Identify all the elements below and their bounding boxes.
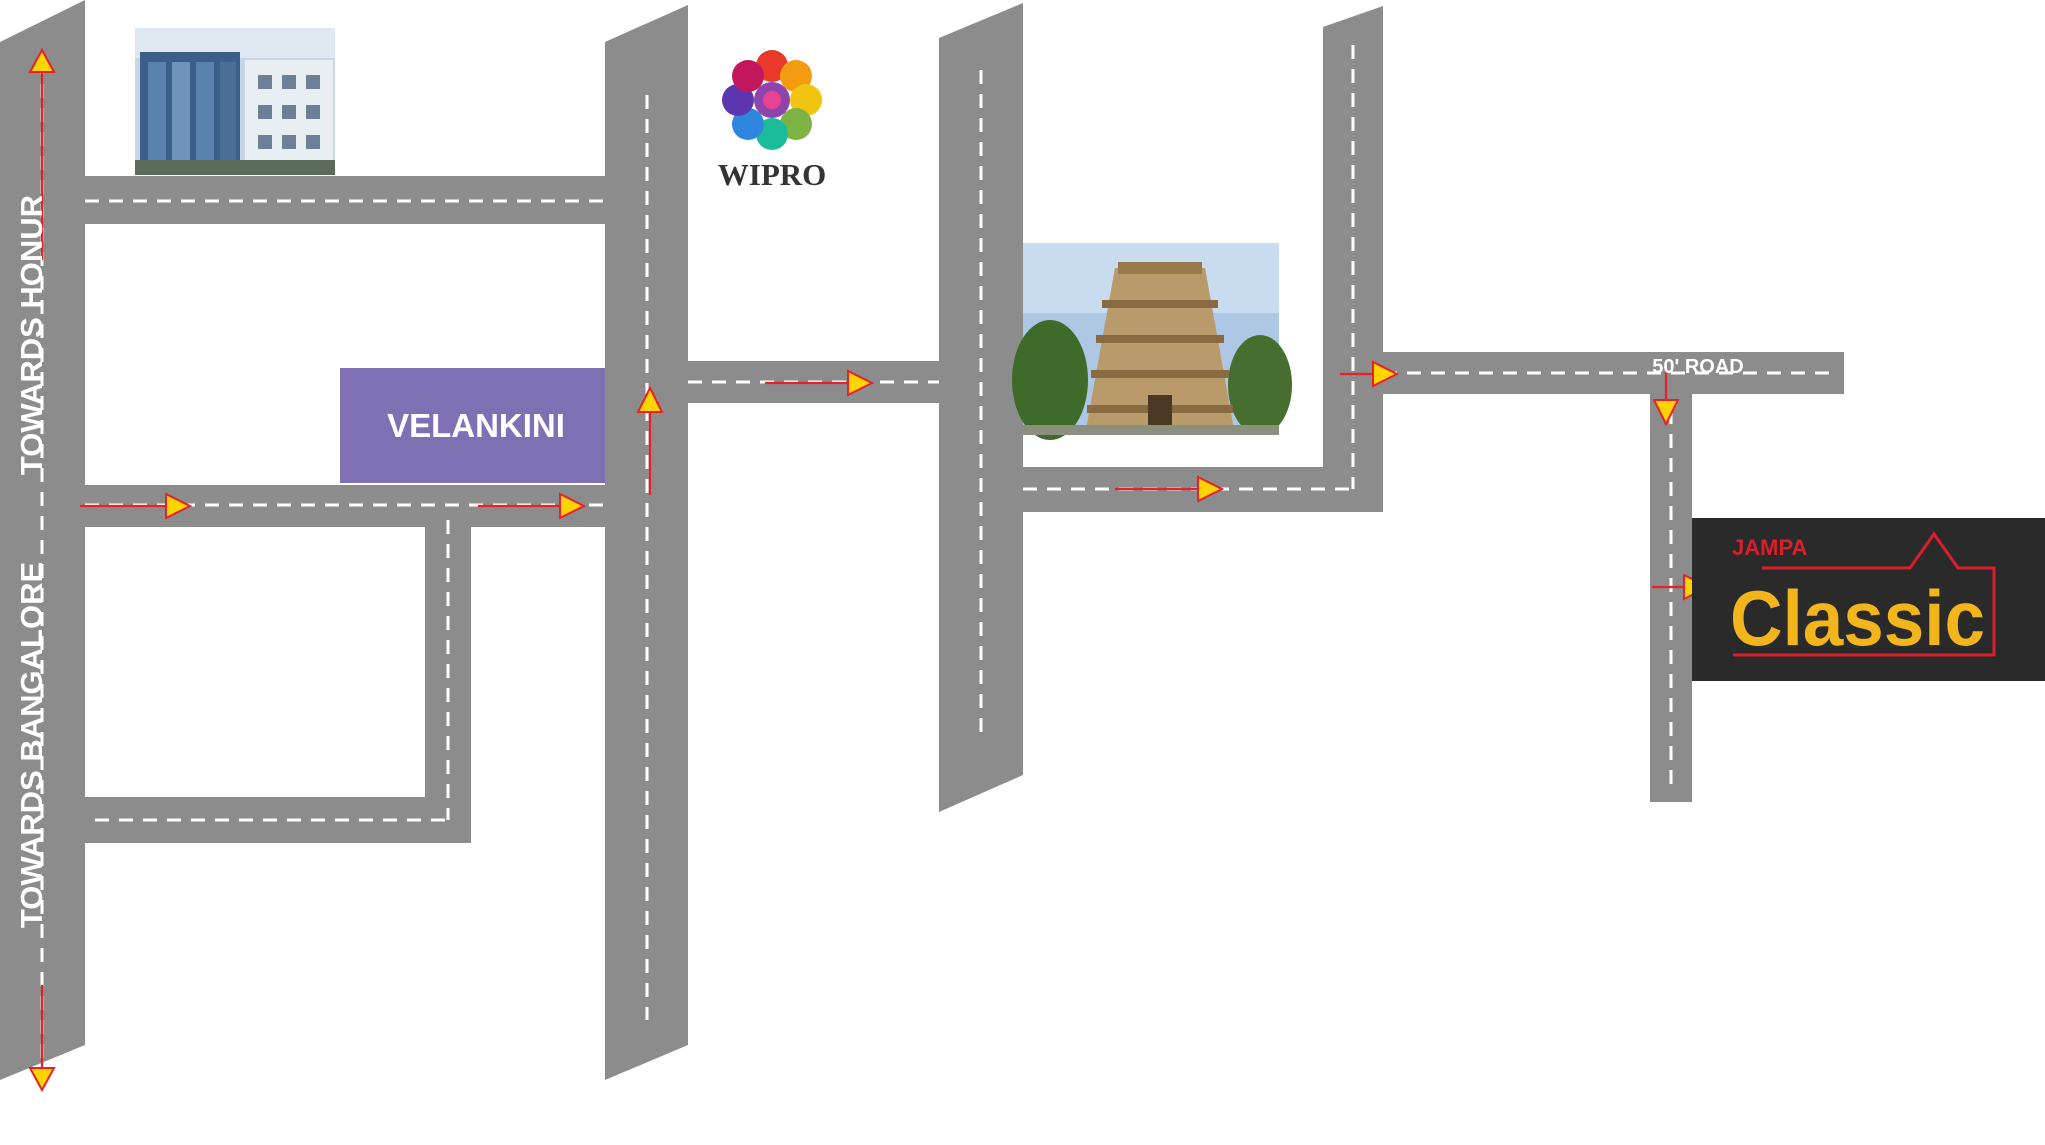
destination-jampa-classic: JAMPA Classic xyxy=(1692,518,2045,681)
arrow-icon xyxy=(636,385,664,495)
road-wipro-vertical xyxy=(605,5,688,1080)
destination-brand-top: JAMPA xyxy=(1732,535,1807,560)
label-towards-honur: TOWARDS HONUR xyxy=(14,195,49,475)
label-towards-bangalore: TOWARDS BANGALORE xyxy=(14,562,49,928)
wipro-flower-logo-icon xyxy=(722,50,822,150)
arrow-icon xyxy=(1115,475,1225,503)
road-right-vertical xyxy=(1323,6,1383,512)
wipro-landmark: WIPRO xyxy=(718,50,827,192)
arrow-icon xyxy=(80,492,193,520)
arrow-icon xyxy=(765,369,875,397)
label-50-ft-road: 50' ROAD xyxy=(1652,356,1743,378)
arrow-icon xyxy=(28,985,56,1093)
destination-brand-main: Classic xyxy=(1730,574,1985,662)
wipro-label: WIPRO xyxy=(718,157,827,192)
velankini-landmark: VELANKINI xyxy=(340,368,605,483)
arrow-icon xyxy=(28,47,56,260)
velankini-box xyxy=(340,368,605,483)
office-building-icon xyxy=(135,28,335,175)
arrow-icon xyxy=(1652,362,1680,427)
direction-arrows xyxy=(28,47,1711,1093)
arrow-icon xyxy=(478,492,587,520)
arrow-icon xyxy=(1340,360,1400,388)
house-outline-icon xyxy=(1733,531,1996,657)
temple-gopuram-icon xyxy=(1012,243,1292,440)
velankini-label: VELANKINI xyxy=(387,407,565,444)
